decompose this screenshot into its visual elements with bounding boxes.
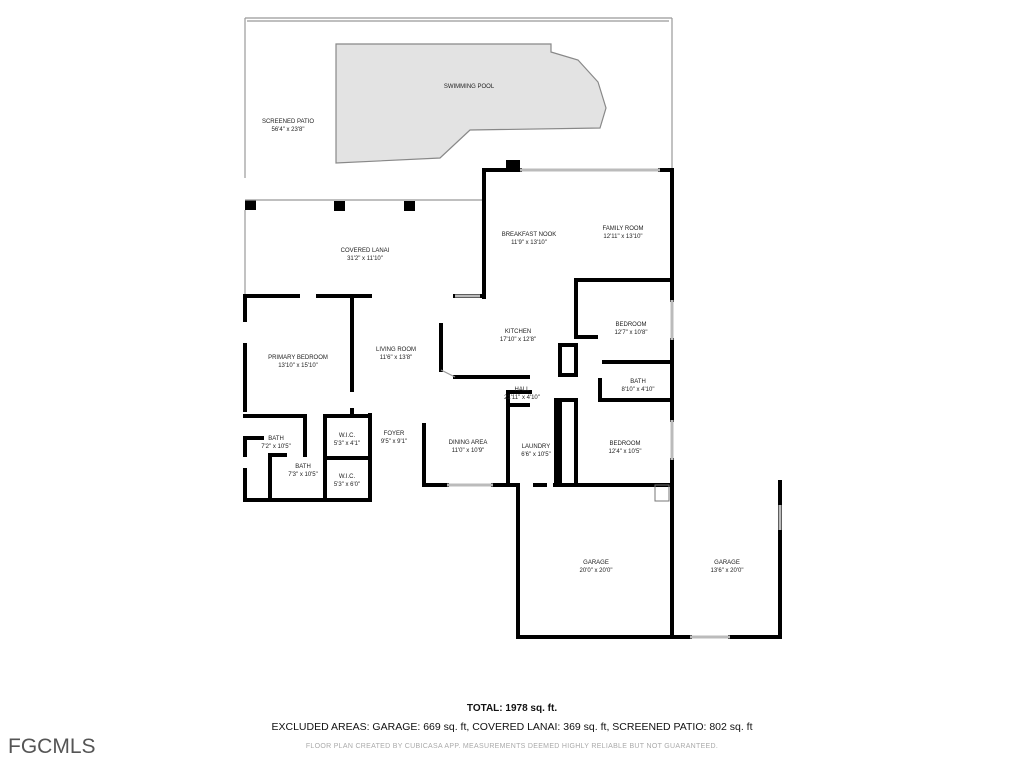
- room-name: W.I.C.: [339, 474, 356, 480]
- screened-patio-outline: [244, 17, 673, 178]
- room-name: BEDROOM: [609, 441, 640, 447]
- room-name: BATH: [268, 436, 284, 442]
- room-dimensions: 11'0" x 10'9": [452, 448, 484, 454]
- room-name: DINING AREA: [449, 440, 488, 446]
- room-dimensions: 6'6" x 10'5": [521, 452, 551, 458]
- swimming-pool: [335, 43, 607, 164]
- room-name: BREAKFAST NOOK: [502, 232, 557, 238]
- garage-step: [654, 484, 670, 502]
- walls: [243, 168, 782, 639]
- room-name: BEDROOM: [615, 322, 646, 328]
- room-dimensions: 11'6" x 13'8": [380, 355, 412, 361]
- room-dimensions: 5'3" x 4'1": [334, 441, 360, 447]
- room-name: FOYER: [384, 431, 405, 437]
- disclaimer: FLOOR PLAN CREATED BY CUBICASA APP. MEAS…: [305, 743, 719, 750]
- room-dimensions: 7'3" x 10'5": [288, 472, 318, 478]
- room-dimensions: 17'10" x 12'8": [500, 337, 536, 343]
- room-dimensions: 56'4" x 23'8": [272, 127, 305, 133]
- excluded-areas: EXCLUDED AREAS: GARAGE: 669 sq. ft, COVE…: [271, 721, 753, 733]
- room-dimensions: 21'11" x 4'10": [504, 395, 540, 401]
- room-name: GARAGE: [583, 560, 609, 566]
- windows: [447, 168, 782, 639]
- room-dimensions: 5'3" x 6'0": [334, 482, 360, 488]
- room-dimensions: 12'4" x 10'5": [609, 449, 642, 455]
- room-dimensions: 13'10" x 15'10": [278, 363, 318, 369]
- room-name: GARAGE: [714, 560, 740, 566]
- room-name: KITCHEN: [505, 329, 531, 335]
- room-labels: SWIMMING POOL SCREENED PATIO 56'4" x 23'8"…: [261, 84, 743, 574]
- room-name: W.I.C.: [339, 433, 356, 439]
- room-dimensions: 8'10" x 4'10": [622, 387, 655, 393]
- room-name: SCREENED PATIO: [262, 119, 314, 125]
- room-dimensions: 12'11" x 13'10": [603, 234, 642, 240]
- room-name: SWIMMING POOL: [444, 84, 495, 90]
- watermark-logo: FGCMLS: [8, 735, 96, 758]
- room-name: LIVING ROOM: [376, 347, 416, 353]
- room-dimensions: 31'2" x 11'10": [347, 256, 383, 262]
- lanai-outline: [244, 199, 484, 296]
- lanai-posts: [245, 160, 520, 211]
- room-dimensions: 9'5" x 9'1": [381, 439, 407, 445]
- room-dimensions: 11'9" x 13'10": [511, 240, 547, 246]
- room-dimensions: 12'7" x 10'8": [615, 330, 648, 336]
- room-name: COVERED LANAI: [341, 248, 390, 254]
- room-name: BATH: [630, 379, 646, 385]
- room-name: FAMILY ROOM: [602, 226, 643, 232]
- room-dimensions: 7'2" x 10'5": [261, 444, 291, 450]
- room-dimensions: 20'0" x 20'0": [580, 568, 613, 574]
- counter-angle: [440, 369, 456, 378]
- room-name: LAUNDRY: [522, 444, 551, 450]
- room-name: BATH: [295, 464, 311, 470]
- room-name: HALL: [514, 387, 530, 393]
- total-area: TOTAL: 1978 sq. ft.: [466, 703, 558, 714]
- room-dimensions: 13'6" x 20'0": [711, 568, 744, 574]
- room-name: PRIMARY BEDROOM: [268, 355, 328, 361]
